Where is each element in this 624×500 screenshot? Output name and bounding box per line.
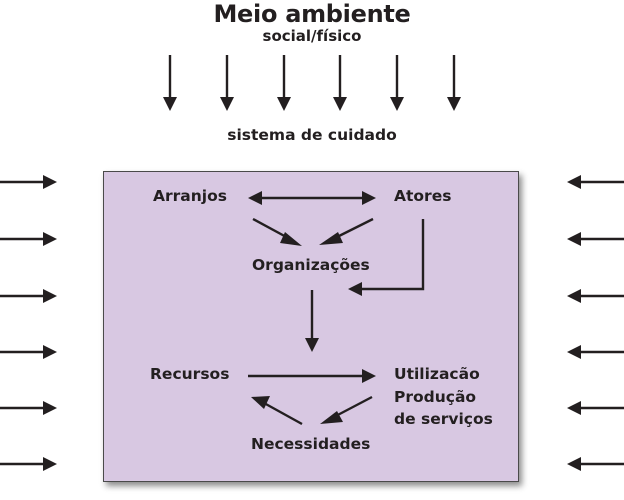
- arrow-head: [362, 369, 376, 383]
- left-arrow-head: [567, 457, 581, 471]
- right-side-arrows: [567, 175, 624, 471]
- node-producao: Produção: [394, 388, 477, 406]
- arrow-head: [320, 411, 343, 424]
- node-de-servicos: de serviços: [394, 410, 493, 428]
- arrow-head: [280, 232, 302, 246]
- left-side-arrows: [0, 175, 57, 471]
- down-arrow-head: [277, 97, 291, 111]
- arrow-atores-organizacoes: [319, 217, 374, 245]
- arrow-necessidades-recursos: [251, 396, 303, 426]
- right-arrow-head: [43, 457, 57, 471]
- right-arrow-head: [43, 345, 57, 359]
- arrow-head: [251, 396, 270, 409]
- arrow-recursos-utilizacao: [248, 369, 376, 383]
- node-utilizacao: Utilizacão: [394, 365, 480, 383]
- diagram-subtitle: social/físico: [262, 27, 362, 45]
- arrow-head: [305, 338, 319, 352]
- arrow-atores-elbow: [348, 219, 425, 296]
- arrow-arranjos-atores: [248, 191, 376, 205]
- left-arrow-head: [567, 289, 581, 303]
- down-arrow-head: [390, 97, 404, 111]
- left-arrow-head: [567, 175, 581, 189]
- left-arrow-head: [567, 345, 581, 359]
- down-arrow-head: [163, 97, 177, 111]
- diagram-title: Meio ambiente: [213, 0, 411, 28]
- node-arranjos: Arranjos: [153, 187, 227, 205]
- arrow-head: [319, 232, 343, 245]
- node-recursos: Recursos: [150, 365, 230, 383]
- down-arrow-head: [220, 97, 234, 111]
- node-organizacoes: Organizações: [252, 256, 370, 274]
- node-atores: Atores: [394, 187, 452, 205]
- left-arrow-head: [567, 401, 581, 415]
- arrow-head: [348, 282, 362, 296]
- down-arrow-head: [447, 97, 461, 111]
- right-arrow-head: [43, 401, 57, 415]
- top-arrows: [163, 55, 461, 111]
- left-arrow-head: [567, 232, 581, 246]
- arrow-head: [362, 191, 376, 205]
- down-arrow-head: [333, 97, 347, 111]
- arrow-arranjos-organizacoes: [252, 217, 302, 246]
- node-necessidades: Necessidades: [251, 435, 371, 453]
- right-arrow-head: [43, 289, 57, 303]
- arrow-utilizacao-necessidades: [320, 395, 373, 424]
- arrow-head: [248, 191, 262, 205]
- care-system-label: sistema de cuidado: [227, 126, 397, 144]
- right-arrow-head: [43, 232, 57, 246]
- right-arrow-head: [43, 175, 57, 189]
- arrow-organizacoes-down: [305, 290, 319, 352]
